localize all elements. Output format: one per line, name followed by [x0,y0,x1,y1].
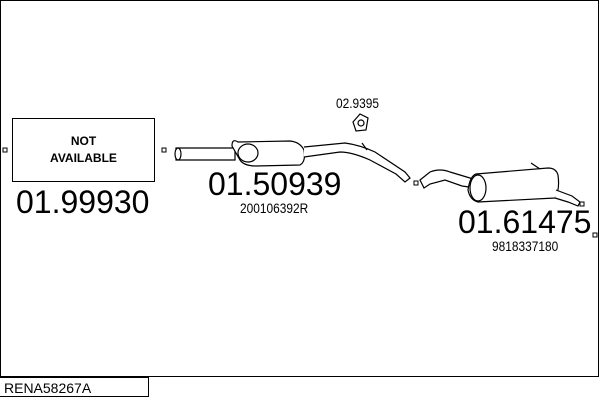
connector-marker [413,180,419,186]
frame [0,0,599,377]
oe-number-4: 9818337180 [492,238,559,254]
mounting-clamp-drawing [352,113,369,132]
oe-number-2: 200106392R [240,200,309,216]
rear-silencer-drawing [419,162,581,207]
not-available-line1: NOT [70,134,97,148]
part-number-1[interactable]: 01.99930 [16,184,150,220]
vehicle-reference: RENA58267A [0,377,149,397]
connector-marker [592,232,598,238]
middle-silencer-drawing [174,140,411,183]
connector-marker [2,147,8,153]
connector-marker [161,147,167,153]
part-number-2[interactable]: 01.50939 [208,166,342,202]
connector-marker [579,201,585,207]
not-available-line2: AVAILABLE [50,151,117,165]
part-number-4[interactable]: 01.61475 [458,204,592,240]
part-number-3[interactable]: 02.9395 [336,95,380,111]
part-not-available-box: NOT AVAILABLE [12,118,155,182]
